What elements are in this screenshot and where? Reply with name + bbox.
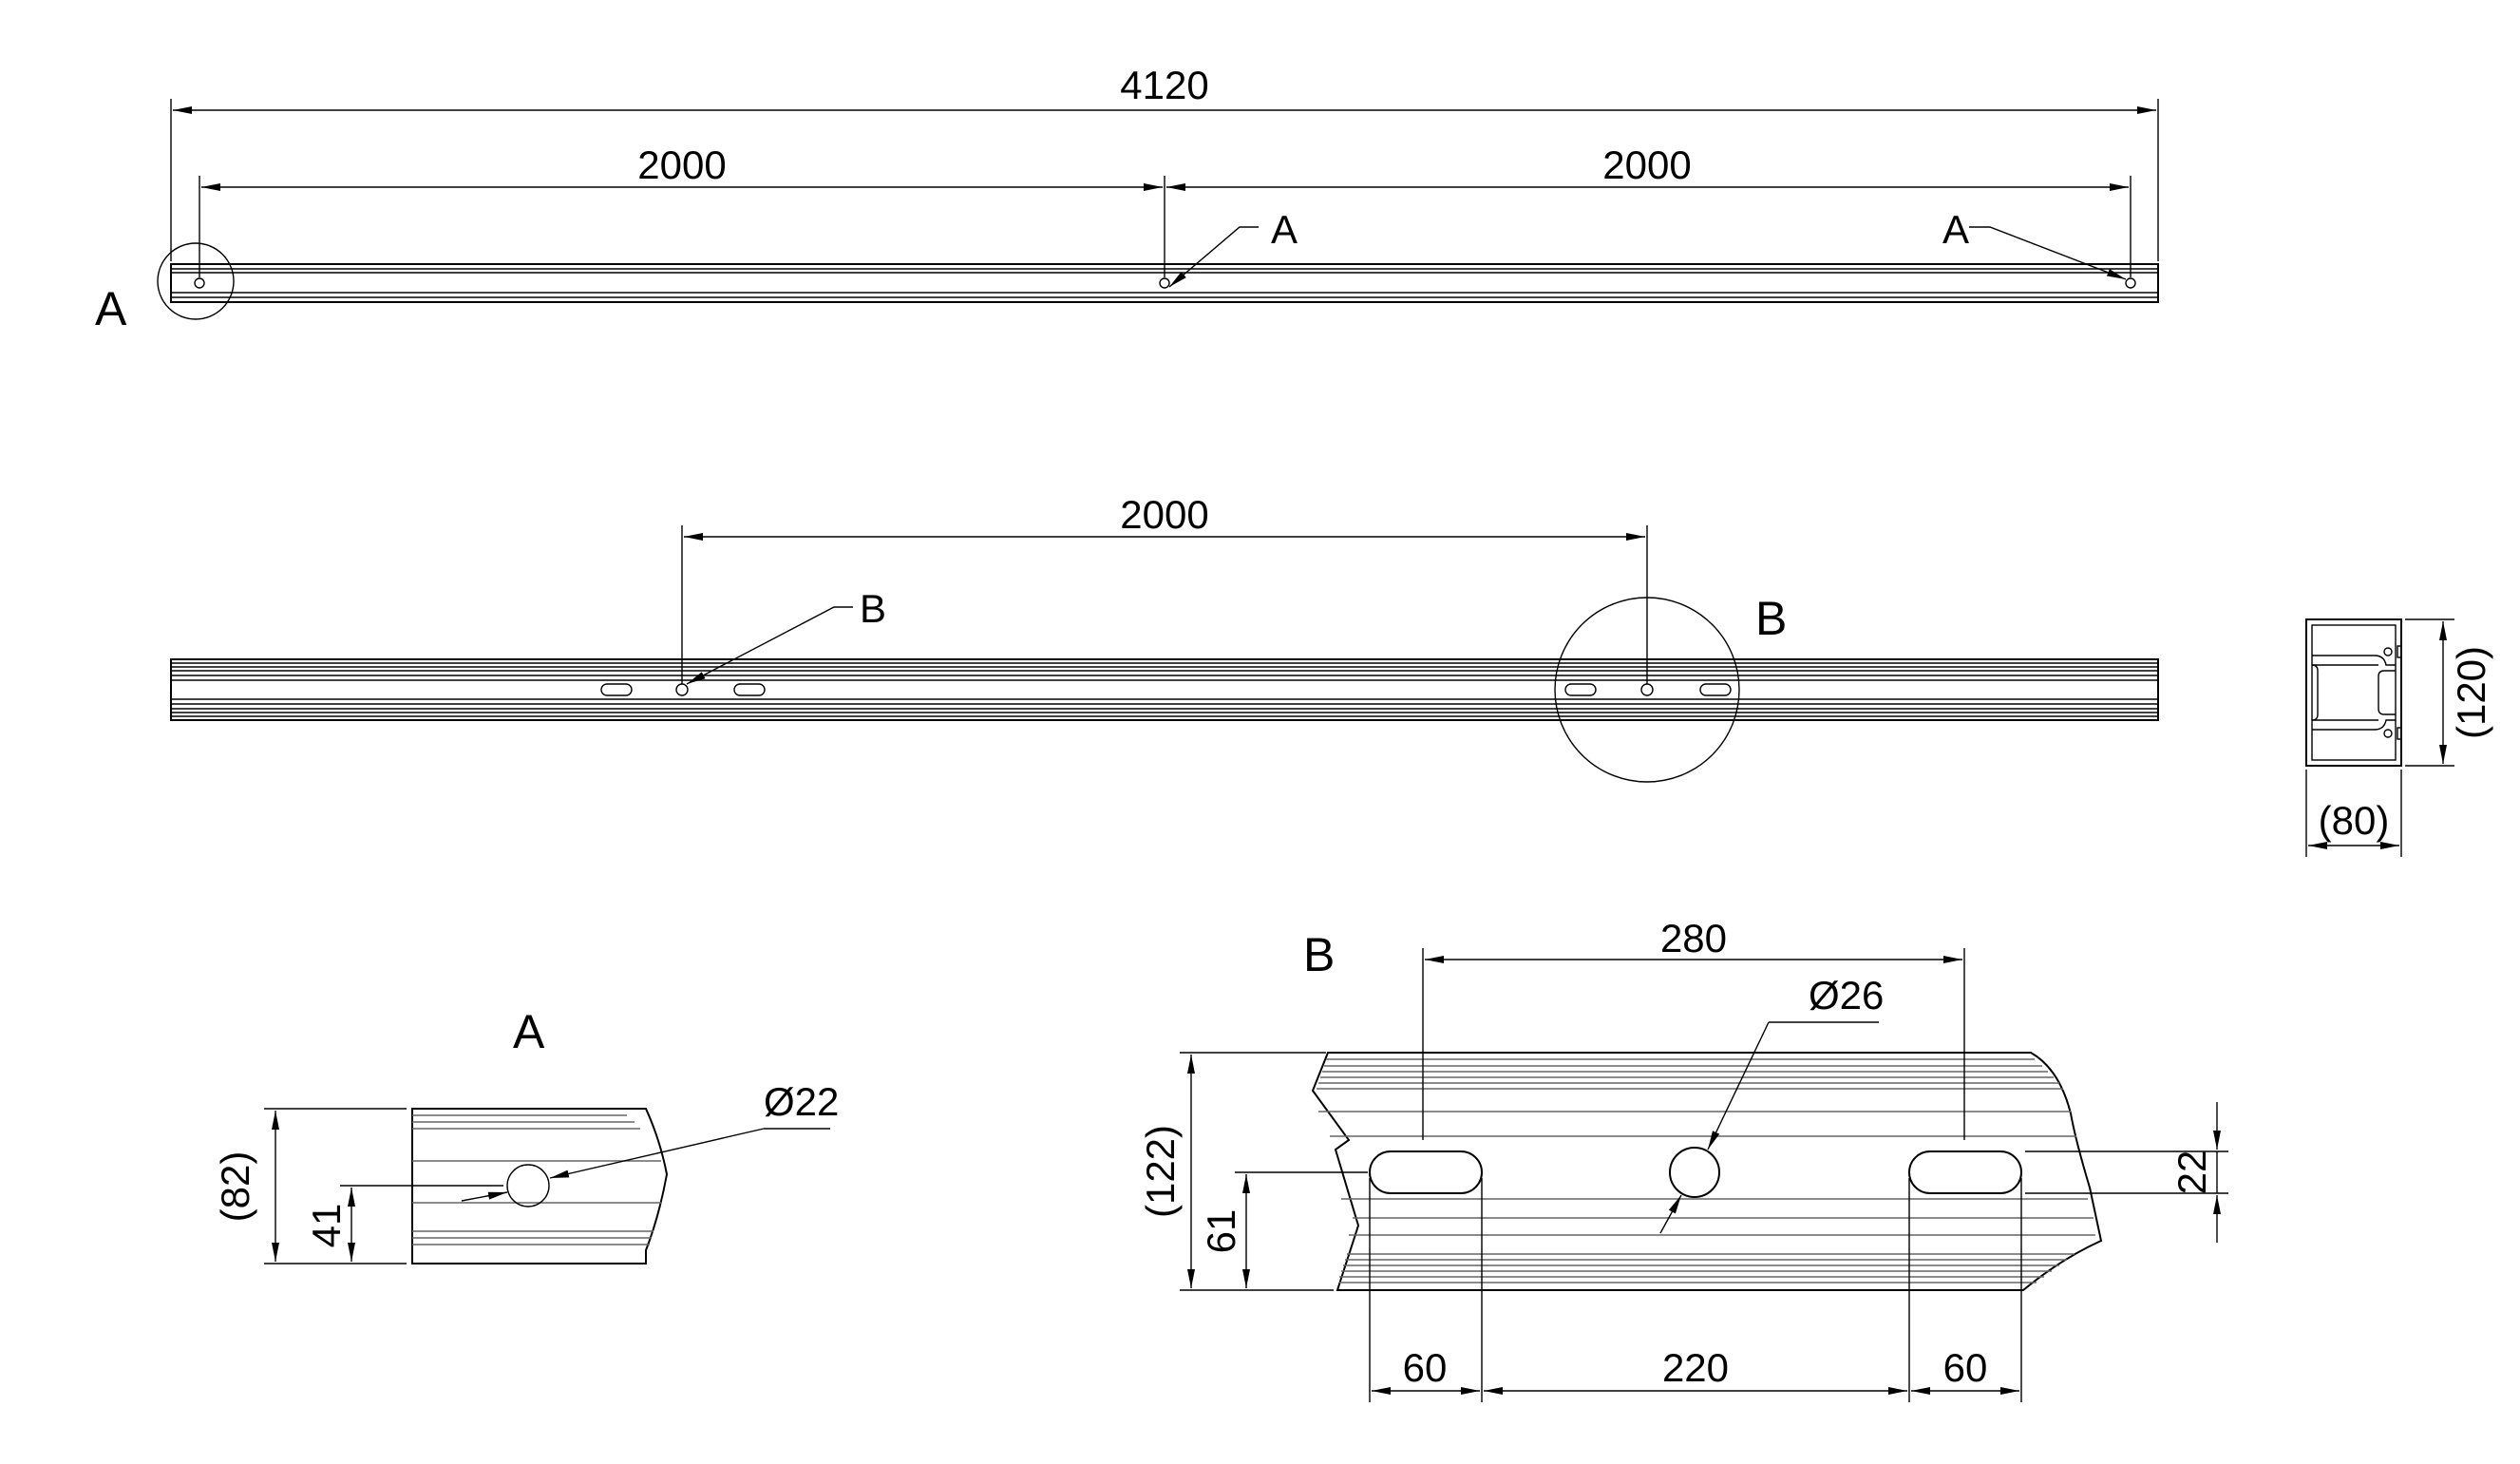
dim-detail-b-slot-right-text: 60 (1943, 1345, 1988, 1390)
dim-detail-a-height: (82) (213, 1108, 407, 1264)
dim-detail-b-height-text: (122) (1138, 1125, 1183, 1218)
dim-section-height-text: (120) (2449, 646, 2493, 739)
dim-span-left-text: 2000 (637, 143, 726, 187)
dim-detail-b-slot-width-text: 22 (2169, 1150, 2214, 1195)
detail-b-hole (1669, 1147, 1720, 1198)
section-profile (2305, 618, 2402, 767)
dim-span-left: 2000 (199, 143, 1165, 277)
dim-side-span-text: 2000 (1120, 492, 1208, 537)
callout-b-text: B (860, 586, 886, 631)
dim-detail-b-slot-span: 280 (1422, 916, 1965, 1140)
top-hole-right (2125, 277, 2136, 289)
detail-b-slot-left (1369, 1150, 1483, 1194)
side-hole-left (675, 683, 689, 696)
detail-a-view: A (82) 41 (213, 1005, 839, 1264)
dim-overall-text: 4120 (1120, 63, 1208, 107)
dim-detail-a-dia: Ø22 (461, 1079, 839, 1202)
side-slot-left-a (600, 683, 633, 696)
side-slot-left-b (733, 683, 766, 696)
dim-section-width: (80) (2305, 770, 2402, 857)
dim-detail-b-slot-span-text: 280 (1660, 916, 1727, 960)
callout-mid-a-text: A (1271, 207, 1298, 252)
dim-detail-a-offset: 41 (304, 1185, 503, 1262)
dim-detail-b-bottom: 60 220 60 (1369, 1178, 2022, 1402)
callout-mid-a: A (1168, 207, 1298, 288)
dim-span-right: 2000 (1166, 143, 2132, 277)
detail-b-marker: B (1755, 592, 1787, 645)
detail-a-marker: A (95, 282, 127, 335)
dim-detail-b-spacing-text: 220 (1662, 1345, 1729, 1390)
section-view: (120) (80) (2305, 618, 2493, 857)
side-view: B 2000 B (170, 492, 2159, 783)
dim-detail-a-offset-text: 41 (304, 1204, 349, 1248)
detail-a-circle (157, 242, 235, 320)
side-slot-right-b (1699, 683, 1732, 696)
dim-detail-b-slot-left-text: 60 (1403, 1345, 1448, 1390)
dim-overall: 4120 (170, 63, 2159, 261)
callout-right-a: A (1942, 207, 2127, 280)
detail-a-title: A (513, 1005, 545, 1058)
dim-detail-b-hole-height-text: 61 (1199, 1209, 1243, 1254)
side-beam (170, 658, 2159, 721)
top-view: A 4120 2000 2000 A A (95, 63, 2159, 335)
side-hole-right (1640, 683, 1654, 696)
dim-detail-b-slot-width: 22 (2025, 1102, 2228, 1243)
dim-section-height: (120) (2405, 618, 2493, 767)
dim-detail-b-height: (122) (1138, 1052, 1334, 1291)
dim-detail-b-dia: Ø26 (1659, 973, 1884, 1234)
dim-detail-a-height-text: (82) (213, 1151, 257, 1223)
dim-detail-b-dia-text: Ø26 (1809, 973, 1884, 1017)
side-slot-right-a (1564, 683, 1597, 696)
top-hole-mid (1159, 277, 1170, 289)
detail-b-title: B (1303, 928, 1335, 981)
dim-detail-b-hole-height: 61 (1199, 1171, 1368, 1288)
callout-b: B (686, 586, 886, 685)
detail-b-view: B 280 (1138, 916, 2228, 1402)
detail-a-section (411, 1108, 669, 1264)
detail-a-hole (506, 1164, 550, 1207)
detail-b-slot-right (1908, 1150, 2022, 1194)
callout-right-a-text: A (1942, 207, 1969, 252)
detail-b-section (1311, 1052, 2103, 1291)
dim-side-span: 2000 (681, 492, 1648, 684)
top-hole-left (194, 277, 205, 289)
dim-section-width-text: (80) (2319, 798, 2390, 843)
dim-detail-a-dia-text: Ø22 (764, 1079, 839, 1124)
dim-span-right-text: 2000 (1602, 143, 1691, 187)
